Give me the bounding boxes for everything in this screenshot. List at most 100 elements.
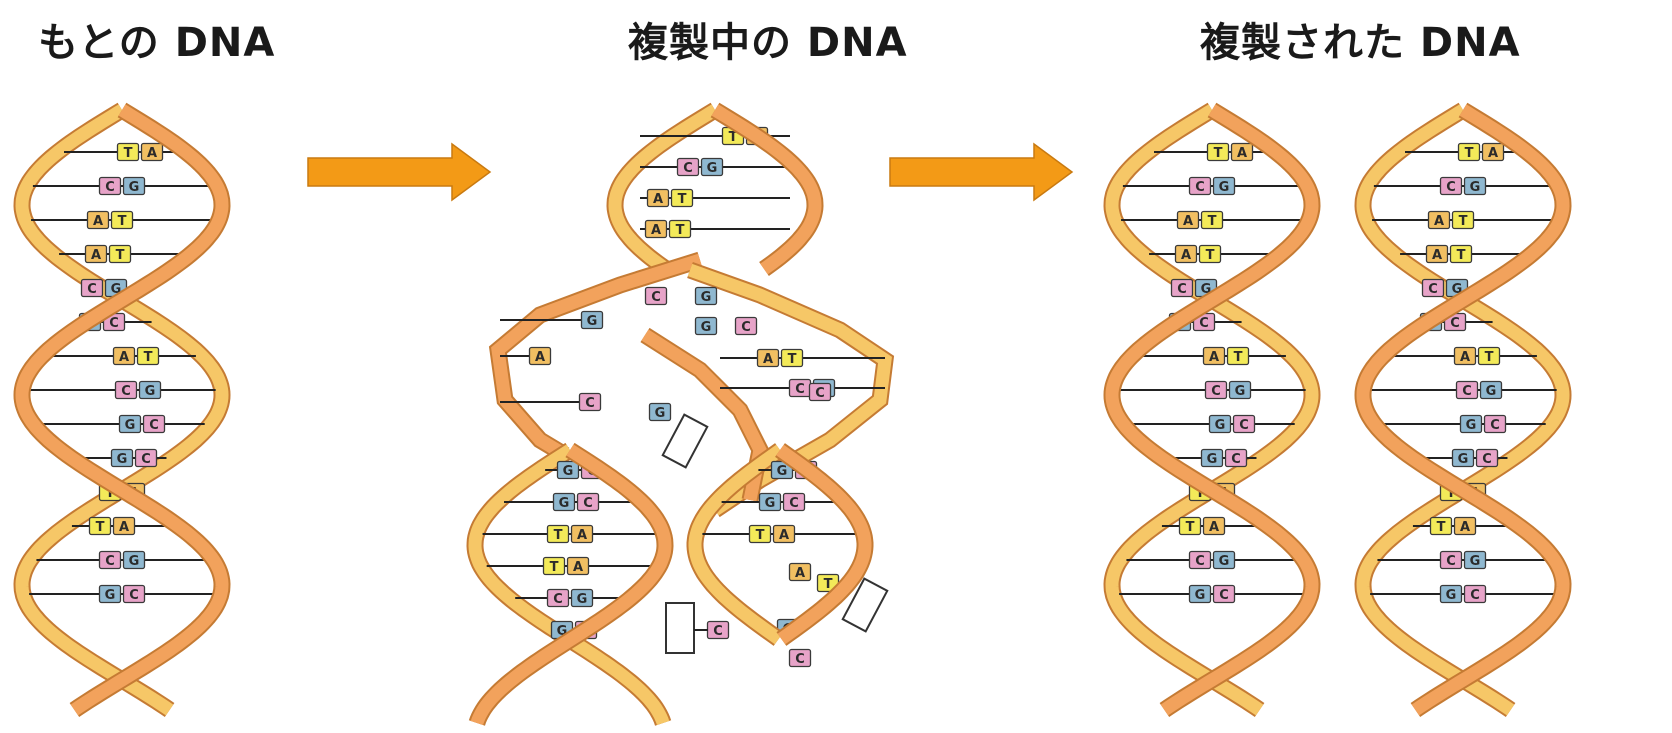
base-G-letter: G (1235, 384, 1246, 399)
base-G-letter: G (129, 554, 140, 569)
base-C-letter: C (105, 180, 115, 195)
base-A-letter: A (119, 350, 129, 365)
free-nucleotide-C-letter: C (815, 386, 825, 401)
base-C-letter: C (1195, 180, 1205, 195)
base-A-letter: A (1460, 520, 1470, 535)
base-C-letter: C (1462, 384, 1472, 399)
base-C-letter: C (121, 384, 131, 399)
base-T-letter: T (118, 214, 127, 229)
base-C-letter: C (795, 382, 805, 397)
base-T-letter: T (1437, 520, 1446, 535)
front-strand-outline (1363, 110, 1563, 710)
base-G-letter: G (129, 180, 140, 195)
base-A-letter: A (651, 223, 661, 238)
base-C-letter: C (1428, 282, 1438, 297)
base-T-letter: T (124, 146, 133, 161)
base-C-letter: C (1219, 588, 1229, 603)
free-nucleotide-C-letter: C (795, 652, 805, 667)
back-strand (1112, 110, 1312, 710)
arrow-right-2 (890, 144, 1072, 200)
base-C-letter: C (149, 418, 159, 433)
base-T-letter: T (1186, 520, 1195, 535)
base-G-letter: G (1219, 554, 1230, 569)
base-C-letter: C (1195, 554, 1205, 569)
base-A-letter: A (91, 248, 101, 263)
base-G-letter: G (577, 592, 588, 607)
base-T-letter: T (678, 192, 687, 207)
base-T-letter: T (1206, 248, 1215, 263)
base-G-letter: G (145, 384, 156, 399)
base-G-letter: G (1215, 418, 1226, 433)
base-C-letter: C (1231, 452, 1241, 467)
base-T-letter: T (144, 350, 153, 365)
base-A-letter: A (573, 560, 583, 575)
base-C-letter: C (1177, 282, 1187, 297)
base-G-letter: G (105, 588, 116, 603)
base-C-letter: C (1446, 554, 1456, 569)
front-strand (22, 110, 222, 710)
base-T-letter: T (1234, 350, 1243, 365)
base-A-letter: A (779, 528, 789, 543)
base-A-letter: A (763, 352, 773, 367)
replicating-lower-right-helix: GCGCTA (695, 450, 865, 639)
empty-nucleotide-slot (666, 603, 694, 653)
base-C-letter: C (1482, 452, 1492, 467)
base-A-letter: A (1181, 248, 1191, 263)
base-C-letter: C (141, 452, 151, 467)
replicating-lower-left-helix: GCGCTATACGGC (475, 450, 665, 723)
base-G-letter: G (707, 161, 718, 176)
base-G-letter: G (765, 496, 776, 511)
base-C-letter: C (1450, 316, 1460, 331)
front-strand (1363, 110, 1563, 710)
base-T-letter: T (756, 528, 765, 543)
base-A-letter: A (1237, 146, 1247, 161)
base-G-letter: G (125, 418, 136, 433)
base-A-letter: A (1460, 350, 1470, 365)
base-G-letter: G (117, 452, 128, 467)
base-G-letter: G (1446, 588, 1457, 603)
helix-replicated-1: TACGATATCGGCATCGGCGCTATACGGC (1112, 110, 1312, 710)
back-strand-outline (22, 110, 222, 710)
base-C-letter: C (1211, 384, 1221, 399)
base-G-letter: G (1458, 452, 1469, 467)
base-G-letter: G (1486, 384, 1497, 399)
base-T-letter: T (1459, 214, 1468, 229)
front-strand-outline (1112, 110, 1312, 710)
free-nucleotide-A-letter: A (795, 566, 805, 581)
front-strand-outline (22, 110, 222, 710)
base-G-letter: G (587, 314, 598, 329)
base-T-letter: T (788, 352, 797, 367)
free-nucleotide-C-letter: C (651, 290, 661, 305)
base-A-letter: A (1432, 248, 1442, 263)
base-G-letter: G (559, 496, 570, 511)
base-T-letter: T (1208, 214, 1217, 229)
free-nucleotide-G-letter: G (655, 406, 666, 421)
base-T-letter: T (550, 560, 559, 575)
base-C-letter: C (1490, 418, 1500, 433)
base-C-letter: C (683, 161, 693, 176)
base-G-letter: G (563, 464, 574, 479)
base-A-letter: A (577, 528, 587, 543)
base-C-letter: C (553, 592, 563, 607)
base-G-letter: G (1470, 554, 1481, 569)
front-strand (1112, 110, 1312, 710)
empty-nucleotide-slot (663, 415, 708, 468)
back-strand-outline (1112, 110, 1312, 710)
base-T-letter: T (1457, 248, 1466, 263)
back-strand (22, 110, 222, 710)
base-T-letter: T (116, 248, 125, 263)
base-C-letter: C (789, 496, 799, 511)
base-T-letter: T (554, 528, 563, 543)
base-T-letter: T (96, 520, 105, 535)
arrow-right-1 (308, 144, 490, 200)
base-C-letter: C (1470, 588, 1480, 603)
base-C-letter: C (109, 316, 119, 331)
base-G-letter: G (1207, 452, 1218, 467)
back-strand-outline (1363, 110, 1563, 710)
base-A-letter: A (147, 146, 157, 161)
base-A-letter: A (1488, 146, 1498, 161)
base-C-letter: C (87, 282, 97, 297)
base-T-letter: T (676, 223, 685, 238)
